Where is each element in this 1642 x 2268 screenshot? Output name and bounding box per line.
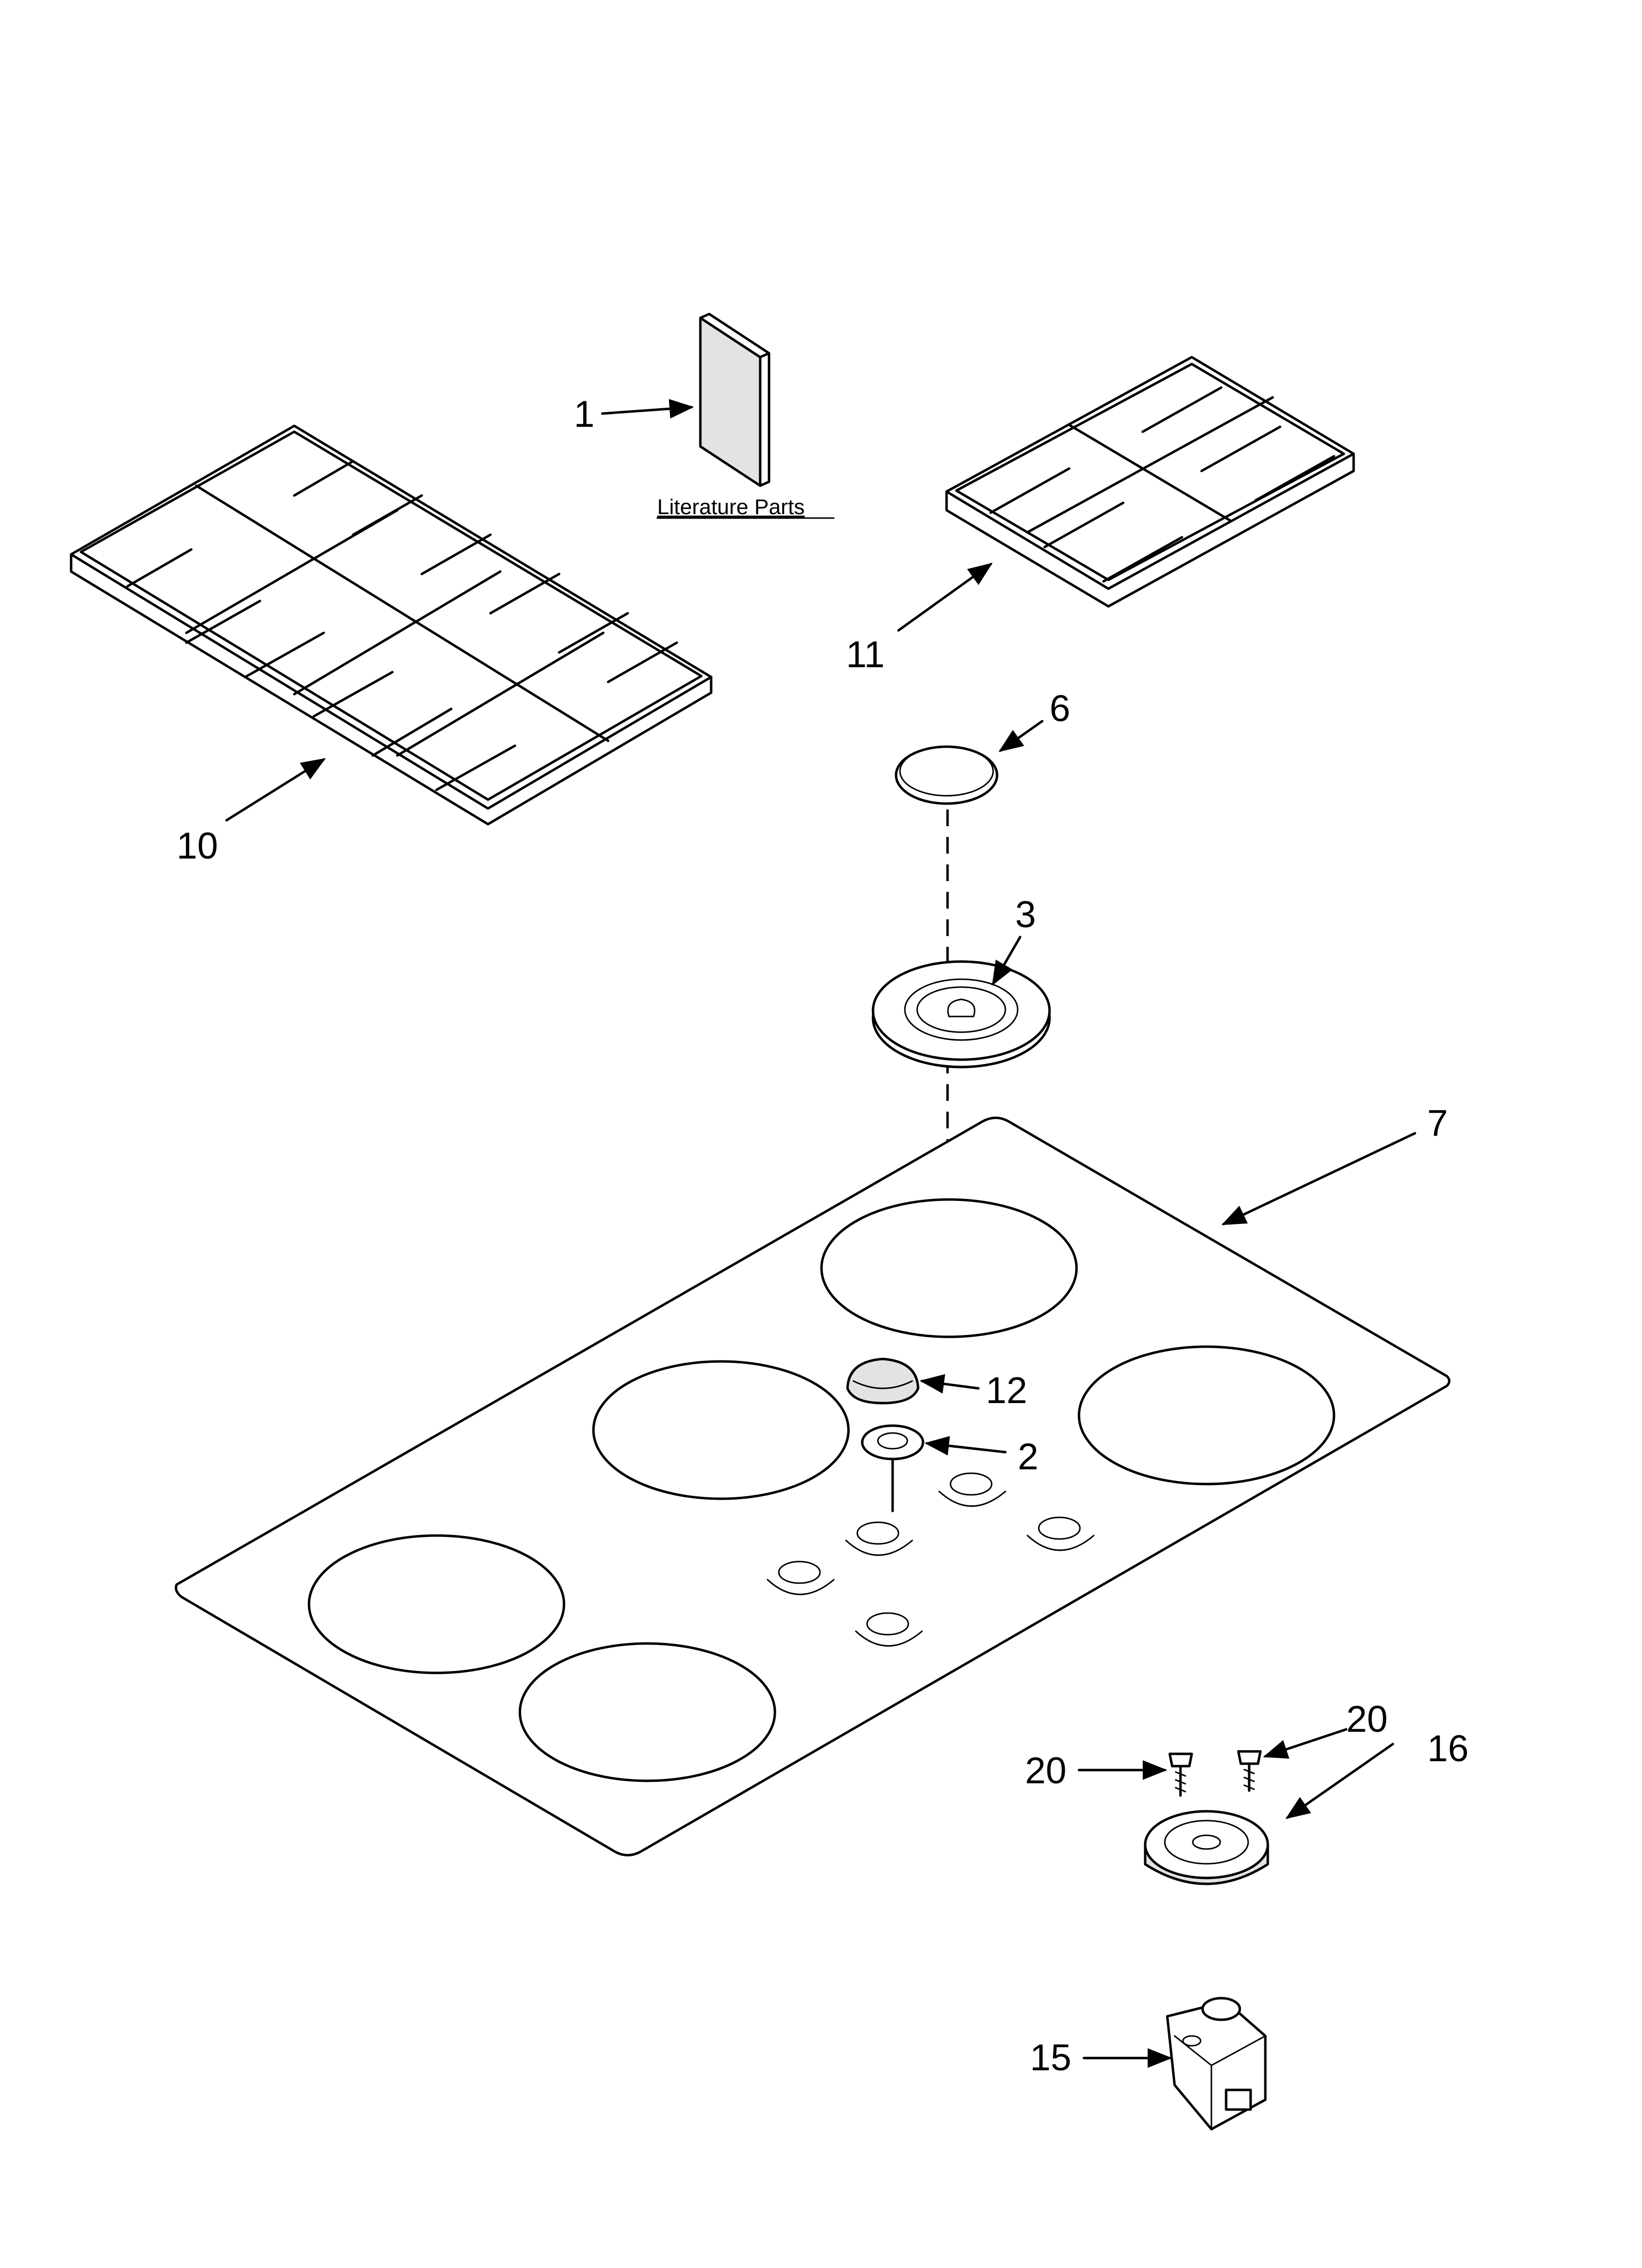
callout-1: 1: [574, 393, 594, 435]
knob-bezel: [861, 1424, 924, 1512]
callout-3: 3: [1015, 894, 1036, 936]
callout-16: 16: [1427, 1728, 1469, 1770]
callout-7: 7: [1427, 1102, 1448, 1144]
large-grate: [70, 424, 713, 826]
control-markings: [767, 1472, 1095, 1647]
callout-2: 2: [1018, 1436, 1038, 1478]
burner-head: [1144, 1810, 1269, 1885]
burner-cap: [895, 745, 999, 805]
screw-left: [1168, 1752, 1193, 1797]
leader-arrows: [225, 399, 1416, 2068]
callout-12: 12: [986, 1370, 1027, 1411]
literature-parts-booklet: Literature Parts: [656, 313, 835, 519]
callout-20-left: 20: [1025, 1750, 1067, 1792]
callout-15: 15: [1030, 2037, 1072, 2079]
literature-parts-label: Literature Parts: [657, 495, 805, 519]
burner-base: [872, 960, 1051, 1069]
burner-valve: [1166, 1997, 1267, 2131]
callout-6: 6: [1050, 688, 1070, 730]
callout-20-right: 20: [1346, 1698, 1388, 1740]
callout-11: 11: [846, 634, 885, 676]
screw-right: [1237, 1750, 1262, 1792]
callouts: 1 10 11 6 3 7 12 2 20 20 16 15: [177, 393, 1469, 2079]
cooktop-glass: [175, 1117, 1451, 1856]
callout-10: 10: [177, 825, 218, 867]
control-knob: [846, 1357, 920, 1405]
small-grate: [945, 356, 1355, 608]
